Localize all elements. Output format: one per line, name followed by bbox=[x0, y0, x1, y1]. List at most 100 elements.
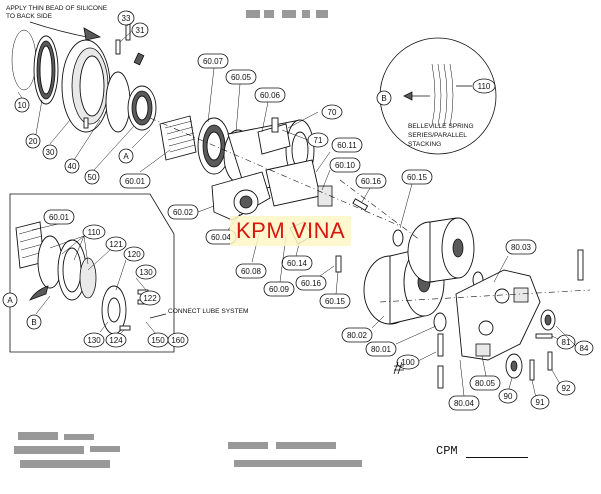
label-110-detail-b: 110 bbox=[478, 82, 491, 91]
callout-60-02: 60.02 bbox=[167, 204, 215, 220]
gasket-10 bbox=[11, 29, 37, 91]
label-110-detail-a: 110 bbox=[88, 228, 101, 237]
callout-92: 92 bbox=[551, 369, 576, 396]
label-40: 40 bbox=[68, 162, 77, 171]
label-60-11: 60.11 bbox=[337, 141, 357, 150]
side-plate-hole-lower bbox=[478, 320, 494, 336]
callout-60-05: 60.05 bbox=[225, 69, 257, 133]
bolt-31 bbox=[115, 39, 121, 55]
label-31: 31 bbox=[136, 26, 145, 35]
callout-60-16a: 60.16 bbox=[355, 173, 387, 203]
label-121: 121 bbox=[109, 240, 123, 249]
callout-122: 122 bbox=[139, 290, 161, 306]
label-33: 33 bbox=[122, 14, 131, 23]
detail-spring-110b bbox=[79, 257, 97, 299]
label-detail-b-circle: B bbox=[381, 94, 386, 103]
bolt-33 bbox=[125, 23, 131, 41]
watermark-kpm-vina: KPM VINA bbox=[230, 216, 352, 246]
label-60-16a: 60.16 bbox=[361, 177, 382, 186]
seal-40 bbox=[105, 71, 131, 133]
block-80-05 bbox=[475, 343, 491, 357]
axis-centerline-main bbox=[149, 117, 401, 227]
label-60-09: 60.09 bbox=[269, 285, 290, 294]
wheel-90-hub bbox=[510, 360, 518, 372]
callout-20: 20 bbox=[25, 99, 43, 149]
bolt-91 bbox=[529, 359, 535, 381]
hash-mark-icon bbox=[393, 361, 404, 375]
pin-icon bbox=[133, 52, 145, 66]
silicone-leader bbox=[29, 21, 93, 39]
label-80-03: 80.03 bbox=[511, 243, 532, 252]
callout-90: 90 bbox=[498, 377, 518, 404]
bearing-60-07-bore bbox=[206, 131, 222, 161]
label-130b: 130 bbox=[87, 336, 101, 345]
bolt-long-right bbox=[577, 249, 584, 281]
callout-80-04: 80.04 bbox=[448, 359, 480, 411]
detail-letter-b-box: B bbox=[26, 295, 51, 330]
detail-letter-a-main: A bbox=[118, 129, 151, 164]
label-60-14: 60.14 bbox=[287, 259, 308, 268]
label-60-07: 60.07 bbox=[203, 57, 224, 66]
label-130a: 130 bbox=[139, 268, 153, 277]
label-91: 91 bbox=[536, 398, 545, 407]
label-90: 90 bbox=[504, 392, 513, 401]
bolt-81 bbox=[535, 333, 553, 339]
callout-10: 10 bbox=[14, 91, 30, 113]
rotation-arrow-icon bbox=[83, 27, 102, 41]
arm-boss-bore bbox=[239, 195, 253, 209]
callout-91: 91 bbox=[530, 379, 550, 410]
detail-letter-b-circle: B bbox=[376, 90, 392, 106]
shaft-splines bbox=[164, 120, 196, 153]
label-150: 150 bbox=[151, 336, 165, 345]
label-detail-a-main: A bbox=[123, 152, 129, 161]
label-20: 20 bbox=[29, 137, 38, 146]
detail-a-box bbox=[9, 193, 175, 353]
title-block-cpm: CPM bbox=[436, 444, 458, 458]
label-71: 71 bbox=[314, 136, 323, 145]
axis-centerline-roller bbox=[379, 289, 591, 303]
callout-60-11: 60.11 bbox=[315, 137, 363, 173]
note-silicone-line2: TO BACK SIDE bbox=[6, 13, 53, 20]
label-100: 100 bbox=[401, 358, 415, 367]
label-60-15a: 60.15 bbox=[407, 173, 428, 182]
bolt-92 bbox=[547, 351, 553, 371]
note-belleville-line3: STACKING bbox=[408, 141, 441, 148]
label-70: 70 bbox=[328, 108, 337, 117]
callout-30: 30 bbox=[42, 119, 71, 160]
label-122: 122 bbox=[143, 294, 157, 303]
callout-60-06: 60.06 bbox=[254, 87, 286, 133]
callout-60-01-detail: 60.01 bbox=[31, 209, 75, 231]
callout-80-05: 80.05 bbox=[469, 355, 501, 391]
label-60-01: 60.01 bbox=[125, 177, 146, 186]
redacted-footer-left bbox=[14, 430, 134, 474]
callout-150: 150 bbox=[145, 321, 169, 348]
callout-40: 40 bbox=[64, 119, 101, 174]
title-block-underline bbox=[466, 457, 528, 458]
callout-100: 100 bbox=[396, 351, 437, 370]
detail-ring-110a-bore bbox=[62, 247, 82, 293]
callout-81: 81 bbox=[551, 334, 576, 350]
label-60-02: 60.02 bbox=[173, 208, 194, 217]
arrow-left-icon bbox=[403, 91, 413, 101]
label-detail-a-box: A bbox=[7, 296, 13, 305]
label-60-04: 60.04 bbox=[211, 233, 232, 242]
bolt-60-16a bbox=[352, 198, 369, 211]
callout-121: 121 bbox=[87, 236, 127, 271]
clamp-60-11 bbox=[317, 185, 333, 207]
screw-icon bbox=[83, 117, 89, 129]
label-80-01: 80.01 bbox=[371, 345, 392, 354]
label-60-05: 60.05 bbox=[231, 73, 252, 82]
bolt-100b bbox=[437, 365, 444, 389]
callout-84: 84 bbox=[555, 325, 594, 356]
label-81: 81 bbox=[562, 338, 571, 347]
label-detail-b-box: B bbox=[31, 318, 36, 327]
callout-60-15b: 60.15 bbox=[319, 271, 351, 309]
bolt-71 bbox=[271, 117, 279, 133]
callout-31: 31 bbox=[119, 22, 149, 43]
label-92: 92 bbox=[562, 384, 571, 393]
callout-80-03: 80.03 bbox=[493, 239, 537, 283]
note-belleville-line2: SERIES/PARALLEL bbox=[408, 132, 467, 139]
label-80-04: 80.04 bbox=[454, 399, 475, 408]
